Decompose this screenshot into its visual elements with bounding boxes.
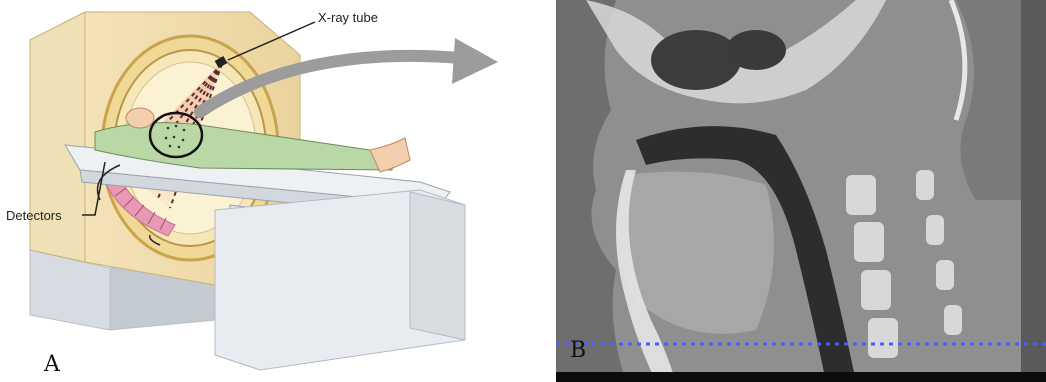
ct-scan-drawing: [556, 0, 1046, 382]
panel-letter-b: B: [570, 338, 586, 363]
panel-letter-a: A: [44, 352, 60, 377]
ct-scanner-illustration: X-ray tube Detectors: [0, 0, 520, 382]
sagittal-ct-image: [556, 0, 1046, 382]
ct-scanner-drawing: X-ray tube Detectors: [0, 0, 520, 382]
xray-tube-label: X-ray tube: [318, 10, 378, 25]
detectors-label: Detectors: [6, 208, 62, 223]
